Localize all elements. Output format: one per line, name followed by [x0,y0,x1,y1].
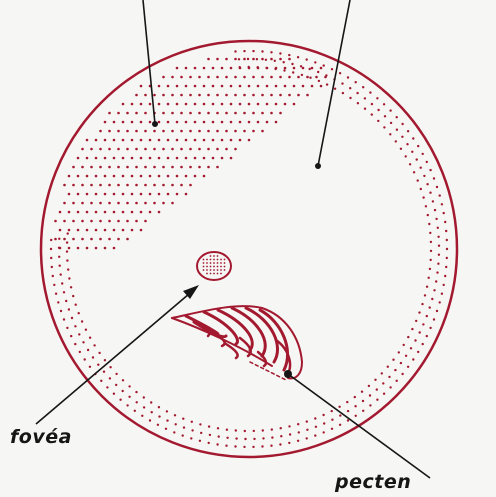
peripheral-rim-stippling [50,50,448,448]
dot-top-left [152,121,158,127]
dot-pecten [284,370,292,378]
pecten-label: pecten [335,471,411,493]
fovea-label: fovéa [10,426,72,448]
fovea-spot [197,252,231,280]
dense-area-stippling [54,58,327,250]
leader-pecten [288,374,430,478]
leader-top-right [318,0,350,166]
leader-fovea [36,288,196,424]
leader-top-left [143,0,155,124]
pecten-structure [172,306,302,380]
dot-top-right [315,163,321,169]
